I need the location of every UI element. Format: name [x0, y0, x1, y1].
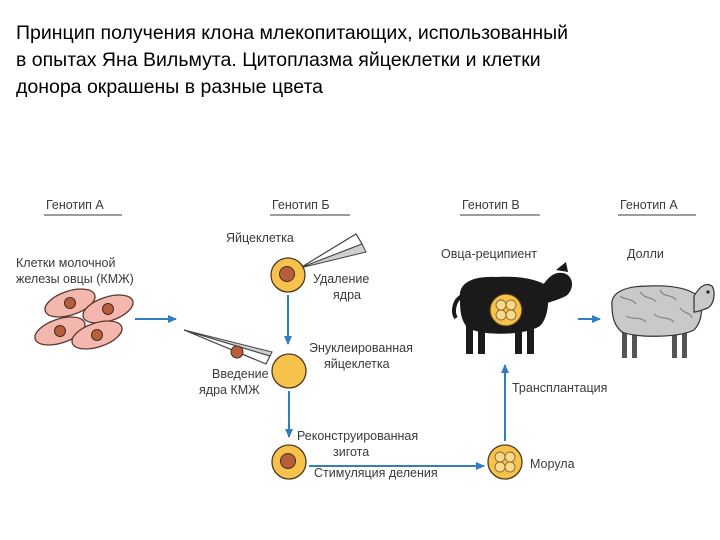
injection-label-line-1: Введение — [212, 367, 269, 381]
donor-cell — [71, 320, 123, 350]
page-title: Принцип получения клона млекопитающих, и… — [16, 20, 706, 101]
genotype-a-right-label: Генотип А — [620, 198, 678, 212]
recipient-sheep-icon — [452, 262, 572, 354]
recipient-label: Овца-реципиент — [441, 247, 537, 261]
transplantation-label: Трансплантация — [512, 381, 607, 395]
injection-pipette-icon — [183, 329, 273, 365]
genotype-a-left-label: Генотип А — [46, 198, 104, 212]
enucleated-egg-cell — [271, 353, 307, 389]
pipette-icon — [299, 233, 367, 269]
nucleus-removal-label-line-1: Удаление — [313, 272, 369, 286]
donor-cell — [82, 294, 134, 324]
donor-cells-label-line-1: Клетки молочной — [16, 256, 116, 270]
title-line-3: донора окрашены в разные цвета — [16, 76, 324, 98]
enucleated-label-line-2: яйцеклетка — [324, 357, 390, 371]
genotype-v-label: Генотип В — [462, 198, 520, 212]
donor-cells-label-line-2: железы овцы (КМЖ) — [16, 272, 134, 286]
dolly-sheep-icon — [611, 283, 715, 358]
reconstructed-label-line-2: зигота — [333, 445, 369, 459]
morula — [487, 444, 523, 480]
reconstructed-zygote — [271, 444, 307, 480]
nucleus-removal-label-line-2: ядра — [333, 288, 361, 302]
stimulation-label: Стимуляция деления — [314, 466, 438, 480]
reconstructed-label-line-1: Реконструированная — [297, 429, 418, 443]
genotype-b-label: Генотип Б — [272, 198, 330, 212]
title-line-2: в опытах Яна Вильмута. Цитоплазма яйцекл… — [16, 49, 541, 71]
enucleated-label-line-1: Энуклеированная — [309, 341, 413, 355]
egg-cell — [270, 257, 306, 293]
donor-cells-group — [34, 288, 134, 350]
morula-label: Морула — [530, 457, 575, 471]
injection-label-line-2: ядра КМЖ — [199, 383, 260, 397]
donor-cell — [44, 288, 96, 318]
dolly-label: Долли — [627, 247, 664, 261]
title-line-1: Принцип получения клона млекопитающих, и… — [16, 22, 569, 44]
egg-cell-label: Яйцеклетка — [226, 231, 294, 245]
